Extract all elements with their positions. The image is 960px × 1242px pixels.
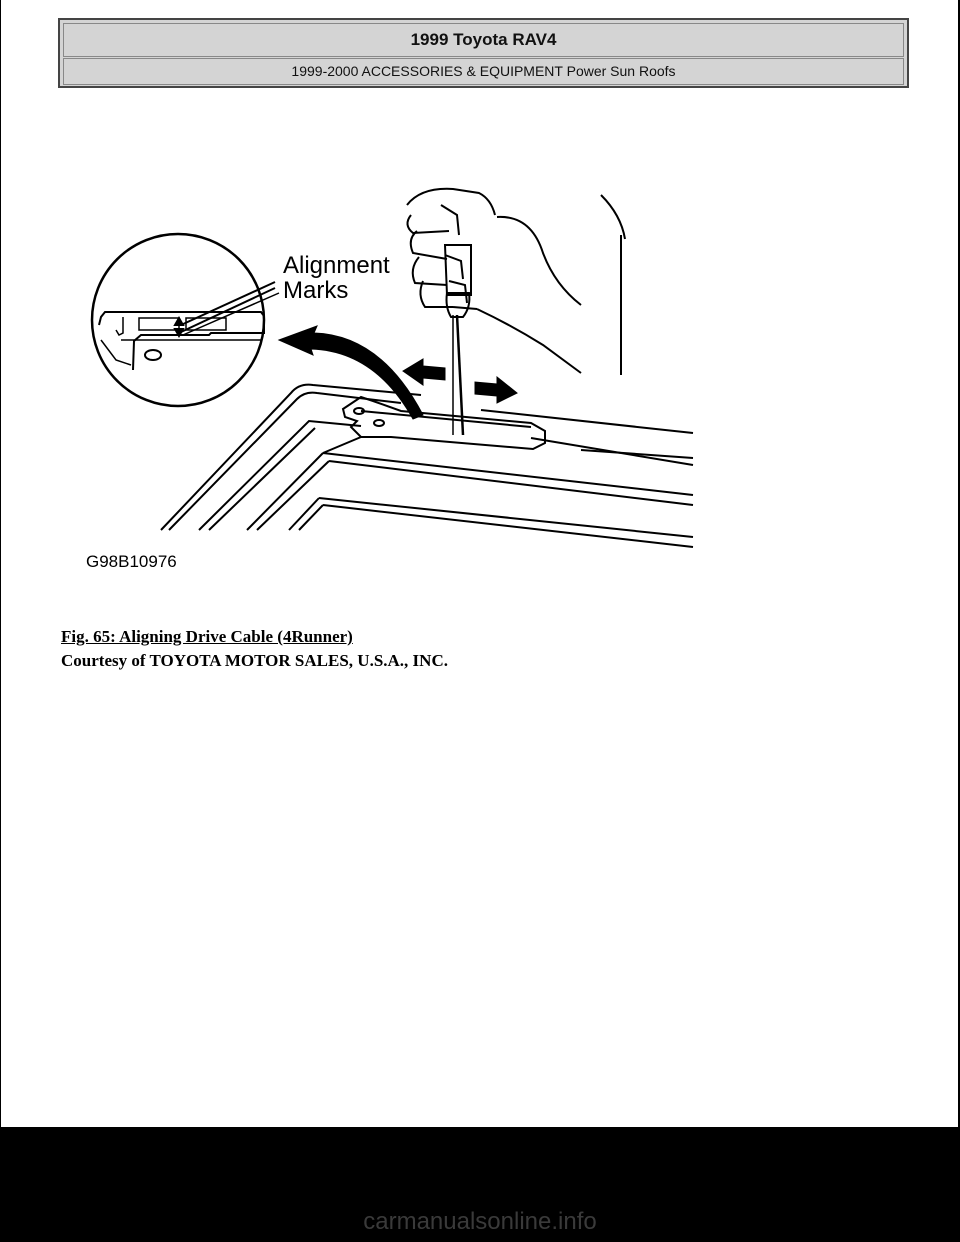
- alignment-marks-label-1: Alignment: [283, 252, 390, 279]
- curved-arrow-icon: [277, 325, 424, 420]
- figure-code: G98B10976: [86, 552, 177, 571]
- header-subtitle: 1999-2000 ACCESSORIES & EQUIPMENT Power …: [63, 58, 904, 85]
- header-title: 1999 Toyota RAV4: [63, 23, 904, 57]
- detail-magnifier: [90, 232, 280, 408]
- figure-caption: Fig. 65: Aligning Drive Cable (4Runner): [61, 627, 353, 646]
- drive-cable-bracket: [322, 395, 546, 454]
- alignment-marks-label-2: Marks: [283, 277, 348, 304]
- arrow-left-icon: [402, 358, 446, 386]
- page-header: 1999 Toyota RAV4 1999-2000 ACCESSORIES &…: [58, 18, 909, 88]
- arrow-right-icon: [474, 375, 518, 404]
- sunroof-frame: [160, 383, 694, 548]
- watermark: carmanualsonline.info: [363, 1208, 597, 1235]
- screwdriver: [443, 244, 472, 436]
- courtesy-line: Courtesy of TOYOTA MOTOR SALES, U.S.A., …: [61, 651, 448, 670]
- hand: [406, 187, 626, 375]
- drive-cable-figure: Alignment Marks G98B10976: [61, 175, 721, 585]
- manual-page: 1999 Toyota RAV4 1999-2000 ACCESSORIES &…: [1, 0, 958, 1127]
